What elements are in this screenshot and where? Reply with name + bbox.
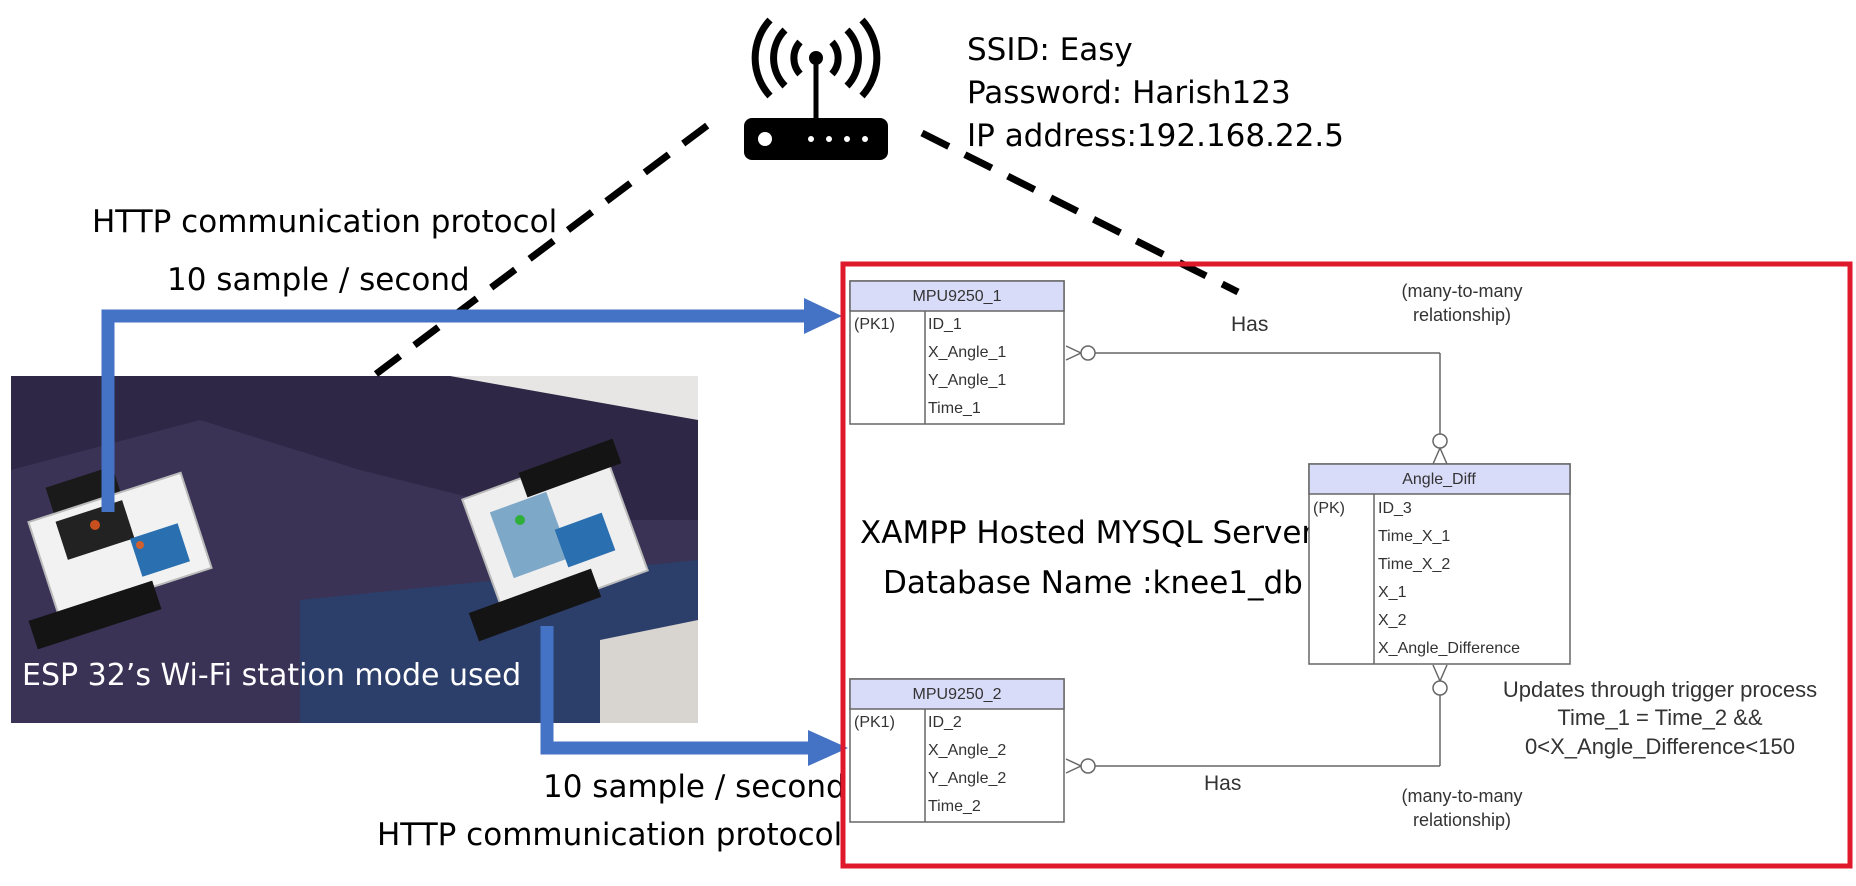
left-sensor-board (27, 466, 213, 650)
router-password: Password: Harish123 (967, 75, 1291, 111)
server-title: XAMPP Hosted MYSQL Server (860, 515, 1314, 551)
relationship-bottom (1065, 664, 1448, 774)
trigger-note-line-1: Updates through trigger process (1503, 677, 1817, 702)
bottom-relationship-note-2: relationship) (1413, 810, 1511, 830)
wifi-router-icon (744, 17, 888, 160)
trigger-note-line-2: Time_1 = Time_2 && (1557, 705, 1763, 730)
table-field: Time_1 (928, 400, 981, 417)
table-title: MPU9250_1 (913, 288, 1002, 305)
photo-caption: ESP 32’s Wi-Fi station mode used (22, 658, 521, 693)
bottom-rate-label: 10 sample / second (543, 769, 846, 805)
wifi-link-right (920, 129, 1240, 296)
table-title: MPU9250_2 (913, 686, 1002, 703)
table-angle-diff: Angle_Diff (PK) ID_3 Time_X_1 Time_X_2 X… (1308, 463, 1571, 665)
table-field: X_Angle_2 (928, 742, 1006, 759)
table-field: X_Angle_Difference (1378, 640, 1520, 657)
table-key: (PK1) (854, 316, 895, 333)
table-field: ID_2 (928, 714, 962, 731)
bottom-data-arrow (540, 626, 848, 766)
table-field: X_2 (1378, 612, 1407, 629)
router-ssid: SSID: Easy (967, 32, 1133, 68)
top-data-arrow (101, 298, 842, 512)
top-relationship-note-1: (many-to-many (1401, 281, 1522, 301)
bottom-protocol-label: HTTP communication protocol (377, 817, 842, 853)
table-key: (PK1) (854, 714, 895, 731)
table-field: Y_Angle_2 (928, 770, 1006, 787)
table-title: Angle_Diff (1402, 471, 1476, 488)
table-key: (PK) (1313, 500, 1345, 517)
sensor-photo: ESP 32’s Wi-Fi station mode used (11, 376, 698, 723)
top-protocol-label: HTTP communication protocol (92, 204, 557, 240)
table-field: ID_1 (928, 316, 962, 333)
wifi-link-left (373, 119, 715, 377)
bottom-relationship-note-1: (many-to-many (1401, 786, 1522, 806)
router-ip: IP address:192.168.22.5 (967, 118, 1344, 154)
top-relationship-note-2: relationship) (1413, 305, 1511, 325)
table-field: X_1 (1378, 584, 1407, 601)
table-field: Time_X_1 (1378, 528, 1450, 545)
table-field: Y_Angle_1 (928, 372, 1006, 389)
relationship-top (1065, 345, 1448, 465)
table-field: Time_2 (928, 798, 981, 815)
right-sensor-board (461, 438, 649, 642)
table-mpu9250-1: MPU9250_1 (PK1) ID_1 X_Angle_1 Y_Angle_1… (849, 280, 1065, 425)
database-name: Database Name :knee1_db (883, 565, 1303, 601)
database-frame (840, 261, 1853, 869)
top-rate-label: 10 sample / second (167, 262, 470, 298)
trigger-note-line-3: 0<X_Angle_Difference<150 (1525, 734, 1795, 759)
top-relationship-label: Has (1231, 313, 1268, 336)
table-field: Time_X_2 (1378, 556, 1450, 573)
table-mpu9250-2: MPU9250_2 (PK1) ID_2 X_Angle_2 Y_Angle_2… (849, 678, 1065, 823)
table-field: X_Angle_1 (928, 344, 1006, 361)
table-field: ID_3 (1378, 500, 1412, 517)
bottom-relationship-label: Has (1204, 772, 1241, 795)
